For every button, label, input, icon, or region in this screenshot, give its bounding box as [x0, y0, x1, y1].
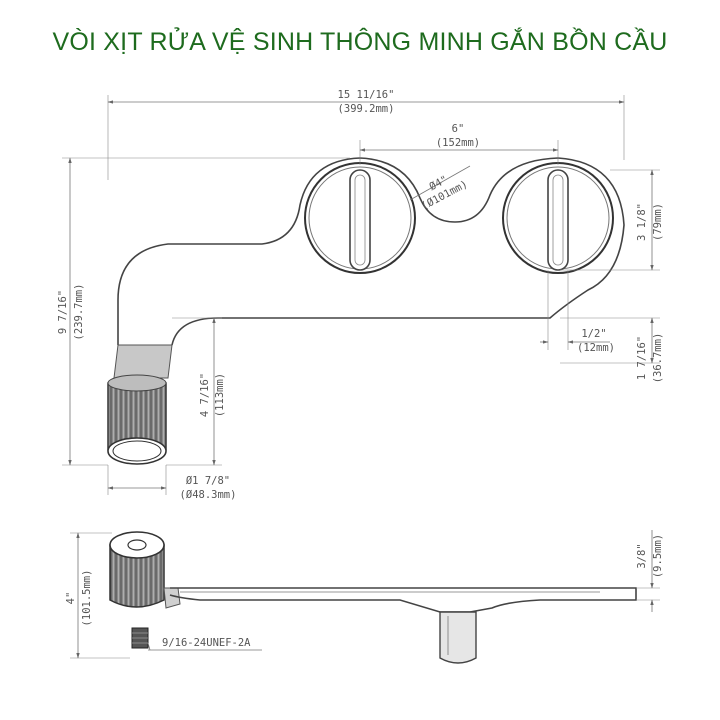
svg-text:(152mm): (152mm)	[436, 137, 480, 149]
svg-text:(399.2mm): (399.2mm)	[338, 103, 395, 115]
side-view-body	[109, 531, 637, 664]
svg-text:(113mm): (113mm)	[214, 373, 226, 417]
svg-text:(101.5mm): (101.5mm)	[81, 570, 93, 627]
left-knob	[304, 162, 416, 274]
svg-text:4": 4"	[65, 592, 77, 605]
svg-text:15 11/16": 15 11/16"	[338, 89, 395, 101]
svg-text:(239.7mm): (239.7mm)	[73, 284, 85, 341]
thread-callout: 9/16-24UNEF-2A	[147, 637, 262, 651]
svg-text:6": 6"	[452, 123, 465, 135]
svg-text:Ø1 7/8": Ø1 7/8"	[186, 475, 230, 487]
svg-text:(12mm): (12mm)	[577, 342, 615, 354]
svg-text:(9.5mm): (9.5mm)	[652, 534, 664, 578]
svg-text:4 7/16": 4 7/16"	[199, 373, 211, 417]
svg-text:1/2": 1/2"	[581, 328, 606, 340]
dim-knob-spacing: 6" (152mm)	[359, 123, 559, 165]
dim-slot-width: 1/2" (12mm)	[540, 270, 615, 354]
right-knob	[502, 162, 614, 274]
svg-text:(36.7mm): (36.7mm)	[652, 333, 664, 384]
svg-text:1 7/16": 1 7/16"	[636, 336, 648, 380]
dim-arm-length: 4 7/16" (113mm)	[166, 317, 226, 466]
dim-nozzle-diameter: Ø1 7/8" (Ø48.3mm)	[107, 465, 237, 501]
dim-plate-thickness: 3/8" (9.5mm)	[636, 530, 664, 612]
dim-knob-diameter: Ø4" (Ø101mm)	[409, 165, 471, 213]
svg-text:(79mm): (79mm)	[652, 203, 664, 241]
dim-knob-offset: 3 1/8" (79mm)	[560, 169, 664, 271]
dim-total-depth: 9 7/16" (239.7mm)	[57, 157, 350, 466]
svg-text:3/8": 3/8"	[636, 543, 648, 568]
dim-rear-depth: 1 7/16" (36.7mm)	[560, 317, 664, 384]
product-title: VÒI XỊT RỬA VỆ SINH THÔNG MINH GẮN BỒN C…	[52, 28, 668, 56]
svg-text:(Ø48.3mm): (Ø48.3mm)	[180, 489, 237, 501]
svg-text:9/16-24UNEF-2A: 9/16-24UNEF-2A	[162, 637, 251, 649]
dim-overall-width: 15 11/16" (399.2mm)	[107, 89, 625, 180]
svg-text:9 7/16": 9 7/16"	[57, 290, 69, 334]
top-view-body	[107, 157, 625, 465]
dim-side-height: 4" (101.5mm)	[65, 532, 130, 659]
svg-text:3 1/8": 3 1/8"	[636, 203, 648, 241]
